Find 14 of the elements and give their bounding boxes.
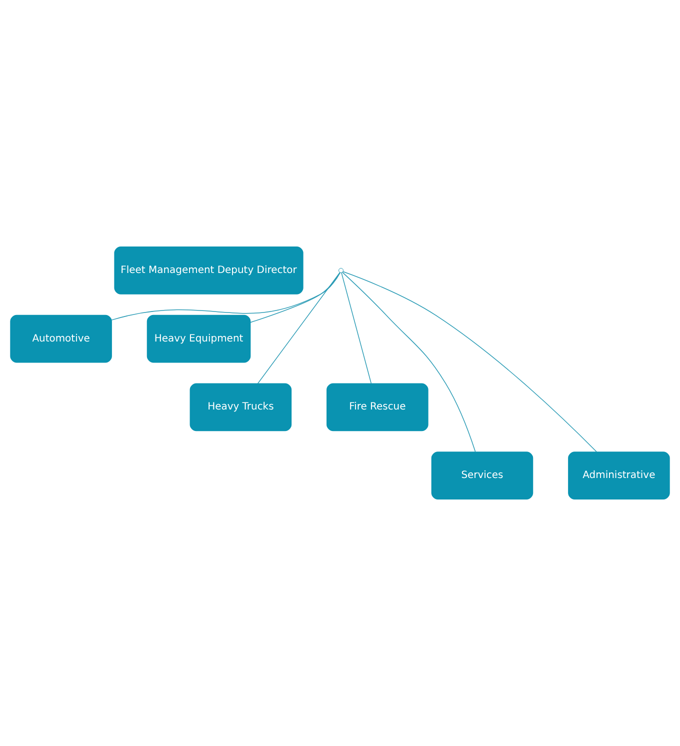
connector [111, 272, 340, 320]
node-box: Heavy Equipment [146, 314, 251, 363]
connector [250, 272, 340, 323]
connector [341, 272, 372, 384]
node-box: Fleet Management Deputy Director [114, 246, 304, 294]
node-box: Automotive [10, 314, 112, 363]
connector [342, 271, 598, 452]
node-circle [338, 268, 344, 273]
node-box: Services [431, 452, 534, 500]
node-box: Fire Rescue [326, 383, 428, 432]
connector [342, 272, 476, 452]
connector [257, 272, 340, 384]
node-box: Administrative [568, 452, 670, 500]
node-box: Heavy Trucks [190, 383, 292, 432]
